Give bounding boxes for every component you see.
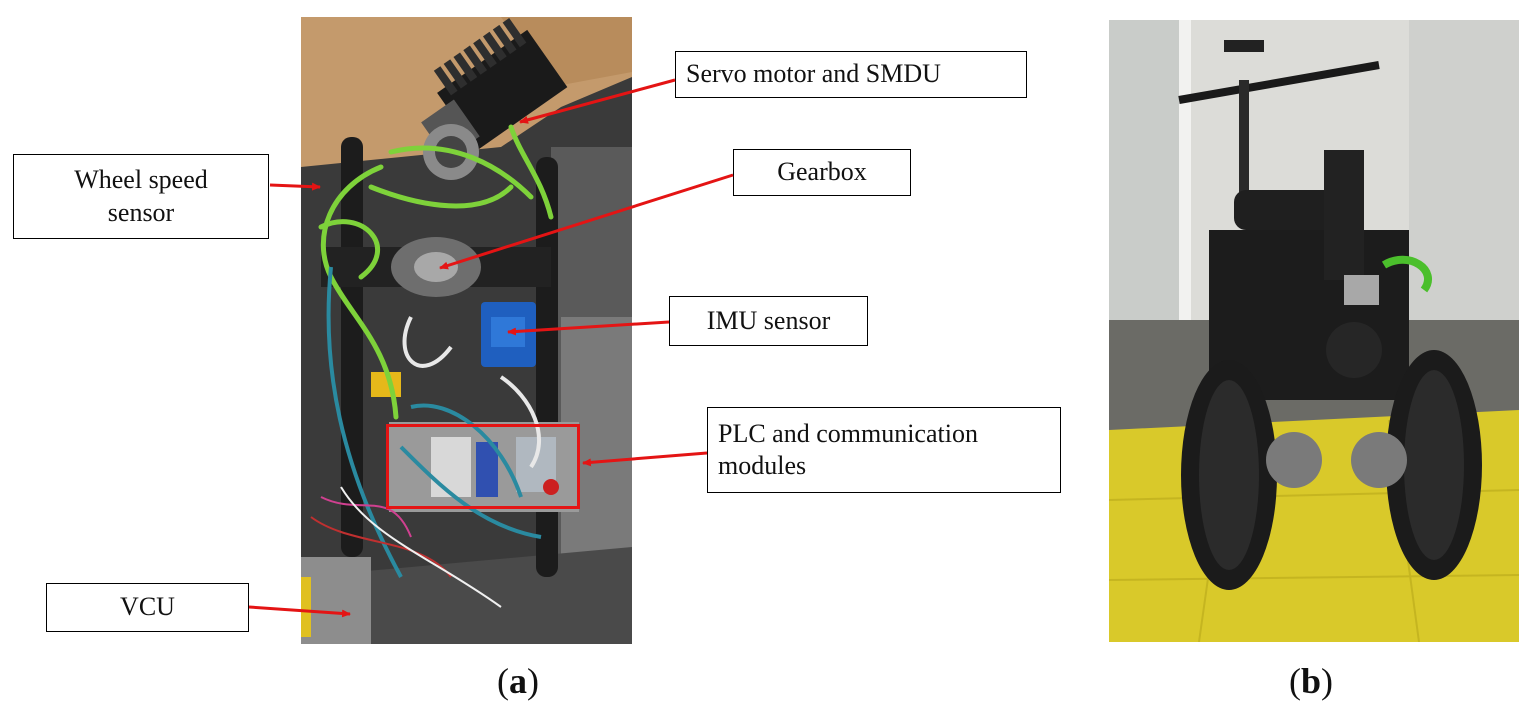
label-servo-text: Servo motor and SMDU	[686, 59, 941, 89]
label-plc-line2: modules	[718, 451, 807, 480]
photo-panel-b	[1109, 20, 1519, 642]
label-imu-text: IMU sensor	[706, 305, 831, 335]
label-vcu: VCU	[46, 583, 249, 632]
label-wheel-speed-line1: Wheel speed	[74, 165, 208, 194]
label-plc-modules: PLC and communication modules	[707, 407, 1061, 493]
photo-panel-a	[301, 17, 632, 644]
label-imu-sensor: IMU sensor	[669, 296, 868, 346]
label-gearbox-text: Gearbox	[777, 157, 867, 187]
plc-highlight-box	[386, 424, 580, 509]
label-servo-motor: Servo motor and SMDU	[675, 51, 1027, 98]
label-wheel-speed-line2: sensor	[107, 197, 175, 227]
caption-b-letter: b	[1301, 661, 1322, 701]
label-gearbox: Gearbox	[733, 149, 911, 196]
caption-a-letter: a	[509, 661, 527, 701]
caption-a: (a)	[497, 661, 539, 701]
caption-b: (b)	[1289, 661, 1334, 701]
label-plc-line1: PLC and communication	[718, 418, 978, 448]
label-wheel-speed-sensor: Wheel speed sensor	[13, 154, 269, 239]
label-vcu-text: VCU	[120, 592, 175, 622]
